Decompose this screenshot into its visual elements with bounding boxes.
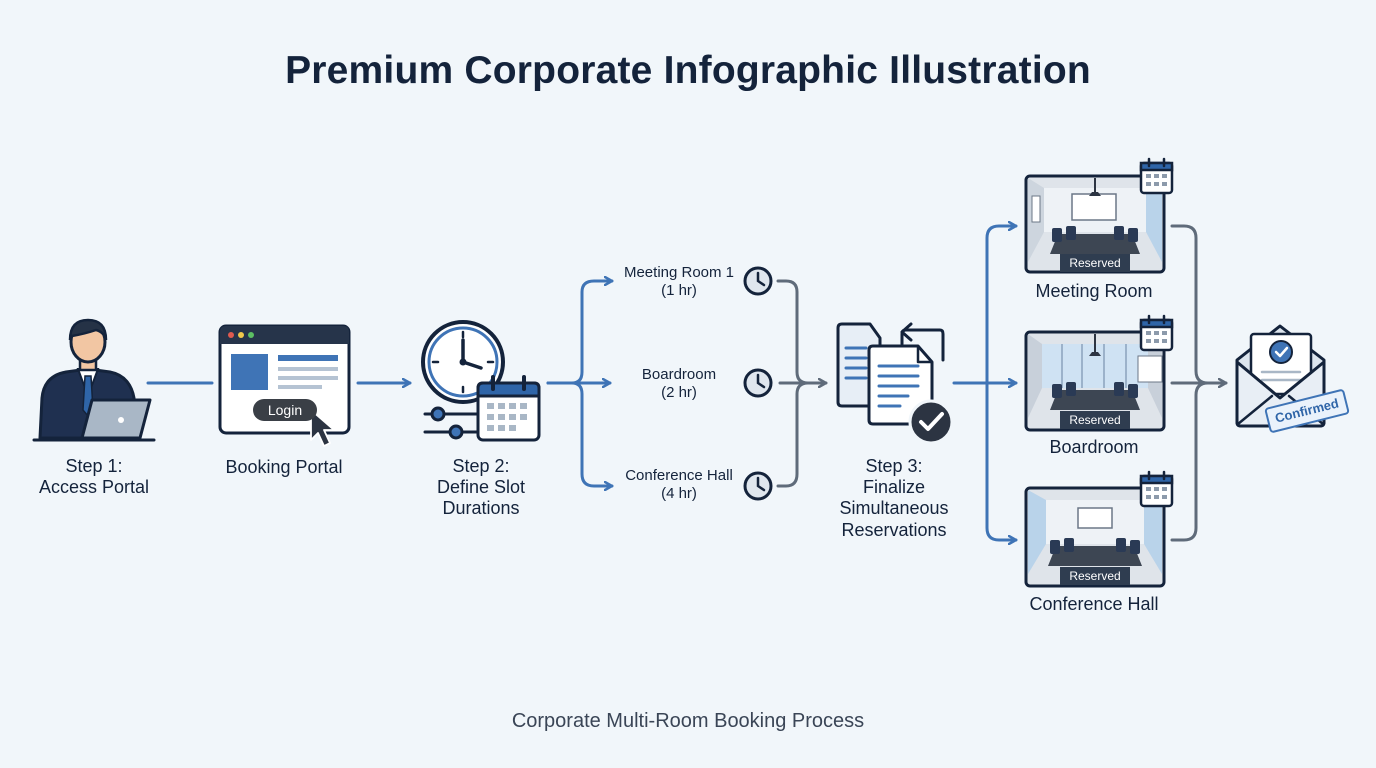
slot-clock-icon-1 [743,266,773,296]
documents-icon [836,322,945,426]
businessman-laptop-icon [32,318,156,442]
step2-label: Step 2: Define Slot Durations [401,456,561,520]
step3-number: Step 3: [865,456,923,476]
arrow-to-slot-1 [546,281,614,385]
slider-icon [423,406,480,440]
reserved-badge-3: Reserved [1060,567,1130,585]
diagram-caption: Corporate Multi-Room Booking Process [511,710,865,732]
room-calendar-icon-3 [1139,470,1174,508]
step1-number: Step 1: [65,456,123,476]
page-title: Premium Corporate Infographic Illustrati… [285,49,1091,92]
cursor-icon [310,409,335,447]
step1-title: Access Portal [38,477,150,498]
room-calendar-icon-2 [1139,314,1174,352]
merge-room-3 [1170,381,1210,542]
slot-duration-2: (2 hr) [661,383,697,401]
check-icon [908,399,954,445]
calendar-icon [476,375,541,442]
slot-room-2: Boardroom [641,366,717,383]
reserved-badge-1: Reserved [1060,254,1130,272]
step3-title-line3: Reservations [841,519,947,540]
login-button[interactable]: Login [253,399,317,421]
arrow-to-room-1 [985,226,1018,385]
slot-room-1: Meeting Room 1 [623,264,735,281]
slot-clock-icon-2 [743,368,773,398]
step3-title-line1: Finalize [862,477,926,498]
merge-slot-3 [776,381,810,488]
room-name-3: Conference Hall [1029,594,1159,614]
reserved-badge-2: Reserved [1060,411,1130,429]
room-name-2: Boardroom [1049,437,1139,457]
slot-duration-1: (1 hr) [661,281,697,299]
slot-label-3: Conference Hall (4 hr) [604,467,754,502]
room-photo-meeting-room [1024,174,1166,274]
step3-title-line2: Simultaneous [839,498,949,519]
slot-room-3: Conference Hall [625,467,733,484]
merge-slot-1 [776,279,810,385]
room-calendar-icon-1 [1139,157,1174,195]
merge-room-1 [1170,224,1210,385]
step2-number: Step 2: [452,456,510,476]
room-photo-boardroom [1024,330,1166,432]
slot-duration-3: (4 hr) [661,484,697,502]
portal-label: Booking Portal [225,457,343,477]
slot-clock-icon-3 [743,471,773,501]
slot-label-2: Boardroom (2 hr) [604,366,754,401]
step3-label: Step 3: Finalize Simultaneous Reservatio… [814,456,974,541]
browser-window-icon [218,324,351,435]
arrow-to-slot-3 [546,381,614,486]
connectors [146,224,1228,542]
room-photo-conference-hall [1024,486,1166,588]
step2-title-line1: Define Slot [436,477,526,498]
step2-title-line2: Durations [442,498,520,519]
room-name-1: Meeting Room [1035,281,1153,301]
slot-label-1: Meeting Room 1 (1 hr) [604,264,754,299]
arrow-to-room-3 [985,381,1018,540]
step1-label: Step 1: Access Portal [14,456,174,498]
